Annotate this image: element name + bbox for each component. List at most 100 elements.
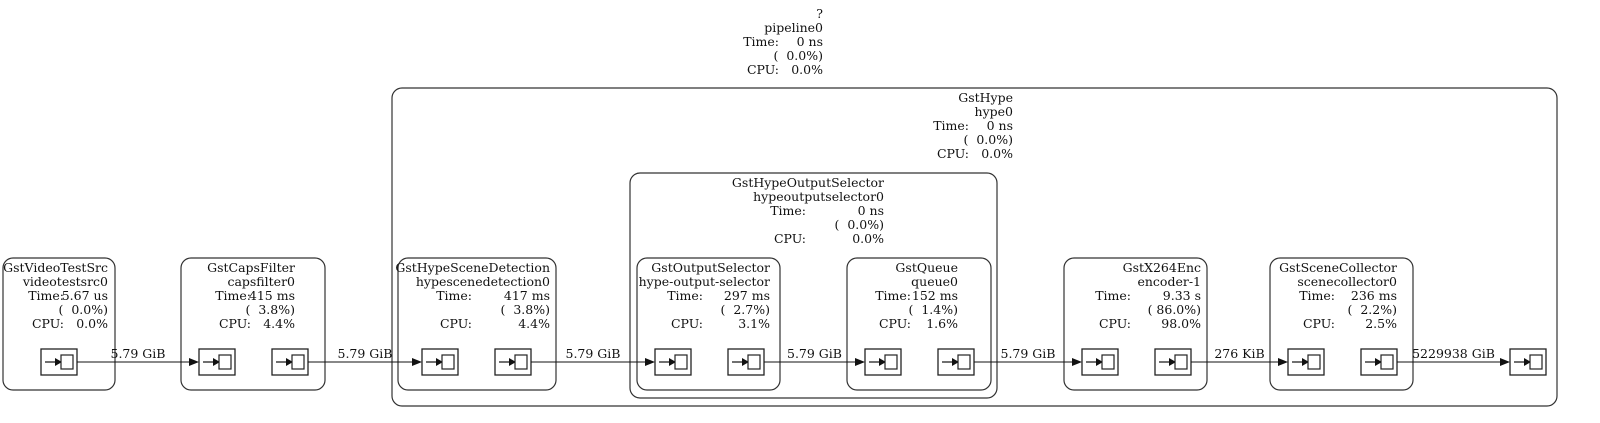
pad-arrow-square-icon bbox=[659, 354, 688, 370]
link-edge[interactable]: 5.79 GiB bbox=[531, 346, 655, 366]
pad-src[interactable] bbox=[40, 348, 78, 376]
link-label: 5.79 GiB bbox=[111, 346, 166, 361]
pipeline-name: pipeline0 bbox=[764, 20, 823, 35]
link-label: 276 KiB bbox=[1214, 346, 1264, 361]
pad-sink[interactable] bbox=[864, 348, 902, 376]
element-percent: ( 2.7%) bbox=[721, 302, 770, 317]
element-type: GstVideoTestSrc bbox=[3, 260, 108, 275]
element-type: GstQueue bbox=[895, 260, 958, 275]
element-name: hype-output-selector bbox=[639, 274, 770, 289]
link-label: 5.79 GiB bbox=[566, 346, 621, 361]
element-type: GstCapsFilter bbox=[207, 260, 295, 275]
pad-src[interactable] bbox=[937, 348, 975, 376]
bin-percent: ( 0.0%) bbox=[964, 132, 1013, 147]
element-time-label: Time: bbox=[215, 288, 251, 303]
element-time: 236 ms bbox=[1351, 288, 1397, 303]
element-hype-output-selector[interactable]: GstOutputSelectorhype-output-selectorTim… bbox=[636, 257, 781, 391]
link-label: 5.79 GiB bbox=[787, 346, 842, 361]
element-time-label: Time: bbox=[1095, 288, 1131, 303]
bin-hype0[interactable]: GstHype hype0 Time: 0 ns ( 0.0%) CPU: 0.… bbox=[391, 87, 1558, 407]
pad-sink[interactable] bbox=[1081, 348, 1119, 376]
element-time-label: Time: bbox=[28, 288, 64, 303]
pipeline-cpu: 0.0% bbox=[791, 62, 823, 77]
element-time: 417 ms bbox=[504, 288, 550, 303]
link-edge[interactable]: 5.79 GiB bbox=[77, 346, 199, 366]
element-cpu: 4.4% bbox=[518, 316, 550, 331]
bin-time: 0 ns bbox=[858, 203, 884, 218]
element-time: 5.67 us bbox=[62, 288, 108, 303]
element-frame bbox=[2, 257, 116, 391]
bin-type: GstHype bbox=[958, 90, 1013, 105]
bin-name: hype0 bbox=[975, 104, 1014, 119]
bin-cpu-label: CPU: bbox=[937, 146, 969, 161]
link-edge[interactable]: 5229938 GiB bbox=[1397, 346, 1510, 366]
pad-src[interactable] bbox=[1154, 348, 1192, 376]
element-cpu-label: CPU: bbox=[32, 316, 64, 331]
arrowhead-icon bbox=[189, 358, 199, 366]
bin-hype0-frame bbox=[391, 87, 1558, 407]
pipeline-type: ? bbox=[816, 6, 823, 21]
element-cpu: 0.0% bbox=[76, 316, 108, 331]
link-edge[interactable]: 5.79 GiB bbox=[764, 346, 865, 366]
link-label: 5229938 GiB bbox=[1412, 346, 1495, 361]
arrowhead-icon bbox=[1072, 358, 1082, 366]
pipeline-time-label: Time: bbox=[743, 34, 779, 49]
element-percent: ( 1.4%) bbox=[909, 302, 958, 317]
pad-sink[interactable] bbox=[421, 348, 459, 376]
link-edge[interactable]: 276 KiB bbox=[1191, 346, 1288, 366]
element-cpu: 3.1% bbox=[738, 316, 770, 331]
pad-arrow-square-icon bbox=[1159, 354, 1188, 370]
element-type: GstX264Enc bbox=[1123, 260, 1201, 275]
pipeline-time: 0 ns bbox=[797, 34, 823, 49]
bin-hypeoutputselector0-frame bbox=[629, 172, 998, 399]
pad-arrow-square-icon bbox=[1086, 354, 1115, 370]
element-percent: ( 2.2%) bbox=[1348, 302, 1397, 317]
element-time-label: Time: bbox=[1299, 288, 1335, 303]
bin-name: hypeoutputselector0 bbox=[753, 189, 884, 204]
element-cpu: 4.4% bbox=[263, 316, 295, 331]
element-percent: ( 86.0%) bbox=[1148, 302, 1201, 317]
bin-cpu-label: CPU: bbox=[774, 231, 806, 246]
element-name: hypescenedetection0 bbox=[416, 274, 550, 289]
link-edge[interactable]: 5.79 GiB bbox=[308, 346, 422, 366]
bin-time-label: Time: bbox=[770, 203, 806, 218]
pad-sink[interactable] bbox=[654, 348, 692, 376]
pad-arrow-square-icon bbox=[499, 354, 528, 370]
element-time: 152 ms bbox=[912, 288, 958, 303]
pad-arrow-square-icon bbox=[1514, 354, 1543, 370]
element-name: encoder-1 bbox=[1137, 274, 1201, 289]
pad-src[interactable] bbox=[271, 348, 309, 376]
element-cpu-label: CPU: bbox=[440, 316, 472, 331]
bin-percent: ( 0.0%) bbox=[835, 217, 884, 232]
element-time-label: Time: bbox=[667, 288, 703, 303]
link-edge[interactable]: 5.79 GiB bbox=[974, 346, 1082, 366]
element-name: videotestsrc0 bbox=[22, 274, 108, 289]
element-cpu-label: CPU: bbox=[1303, 316, 1335, 331]
arrowhead-icon bbox=[412, 358, 422, 366]
pad-src[interactable] bbox=[727, 348, 765, 376]
pad-sink-terminal[interactable] bbox=[1509, 348, 1547, 376]
pad-sink[interactable] bbox=[1287, 348, 1325, 376]
pad-sink[interactable] bbox=[198, 348, 236, 376]
element-cpu-label: CPU: bbox=[219, 316, 251, 331]
element-time: 297 ms bbox=[724, 288, 770, 303]
element-hypescenedetection0[interactable]: GstHypeSceneDetectionhypescenedetection0… bbox=[395, 257, 557, 391]
element-percent: ( 0.0%) bbox=[59, 302, 108, 317]
element-cpu: 1.6% bbox=[926, 316, 958, 331]
pad-arrow-square-icon bbox=[869, 354, 898, 370]
element-cpu: 98.0% bbox=[1161, 316, 1201, 331]
element-cpu-label: CPU: bbox=[879, 316, 911, 331]
arrowhead-icon bbox=[1500, 358, 1510, 366]
bin-hypeoutputselector0[interactable]: GstHypeOutputSelector hypeoutputselector… bbox=[629, 172, 998, 399]
element-percent: ( 3.8%) bbox=[246, 302, 295, 317]
element-scenecollector0[interactable]: GstSceneCollectorscenecollector0Time:236… bbox=[1269, 257, 1414, 391]
pad-arrow-square-icon bbox=[276, 354, 305, 370]
pad-src[interactable] bbox=[494, 348, 532, 376]
pad-src[interactable] bbox=[1360, 348, 1398, 376]
arrowhead-icon bbox=[645, 358, 655, 366]
element-name: queue0 bbox=[911, 274, 958, 289]
